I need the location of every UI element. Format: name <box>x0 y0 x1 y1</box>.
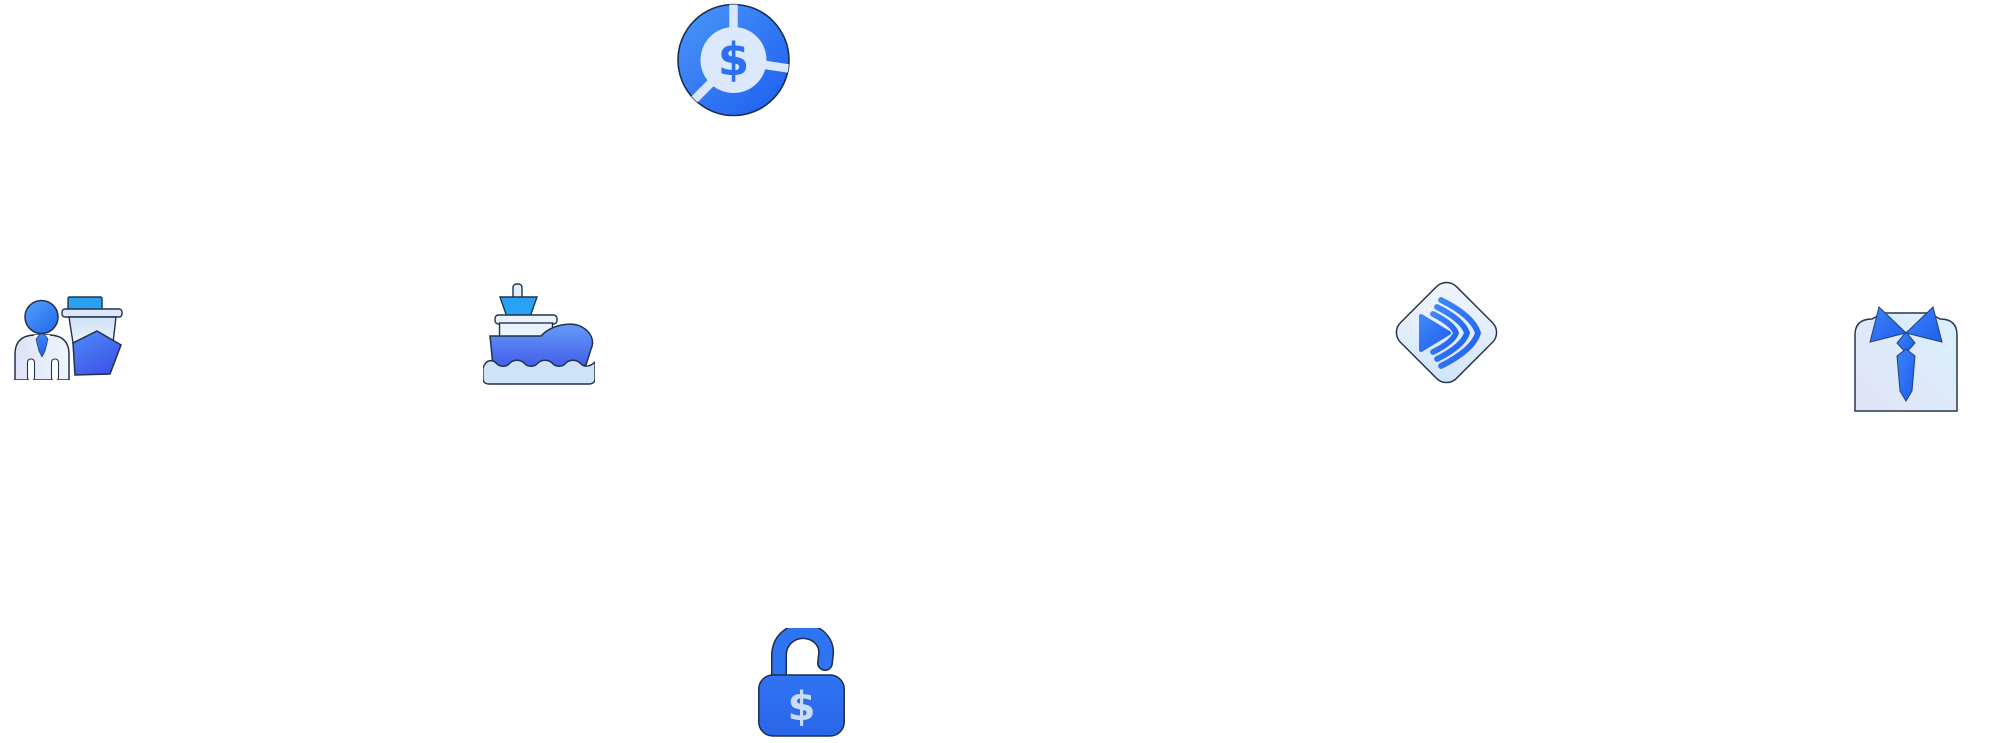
ship-deck-lip <box>61 308 123 318</box>
shirt-and-tie-icon <box>1852 303 1960 412</box>
play-triangle <box>1419 314 1451 352</box>
donut-chart-dollar-icon: $ <box>672 3 795 117</box>
jacket-vent-left <box>26 358 36 380</box>
ship-bow-hull <box>72 330 122 376</box>
donut-center-disc <box>700 27 767 93</box>
shipping-agent-icon <box>13 295 123 380</box>
jacket-vent-right <box>50 358 60 380</box>
collar-left <box>1869 306 1907 343</box>
water-waves <box>483 359 595 385</box>
unlocked-padlock-dollar-icon: $ <box>758 628 845 737</box>
echo-chevrons <box>1430 297 1482 369</box>
lock-body <box>758 674 845 737</box>
cargo-ship-icon <box>483 283 595 389</box>
dollar-sign: $ <box>788 684 816 730</box>
dollar-sign: $ <box>718 33 749 86</box>
tie-body <box>1896 348 1916 402</box>
chevron-diamond-badge-icon <box>1390 277 1502 388</box>
lock-shackle <box>771 628 835 686</box>
person-tie <box>35 331 49 358</box>
collar-right <box>1905 306 1943 343</box>
person-head <box>24 299 59 335</box>
ship-funnel <box>499 296 538 318</box>
